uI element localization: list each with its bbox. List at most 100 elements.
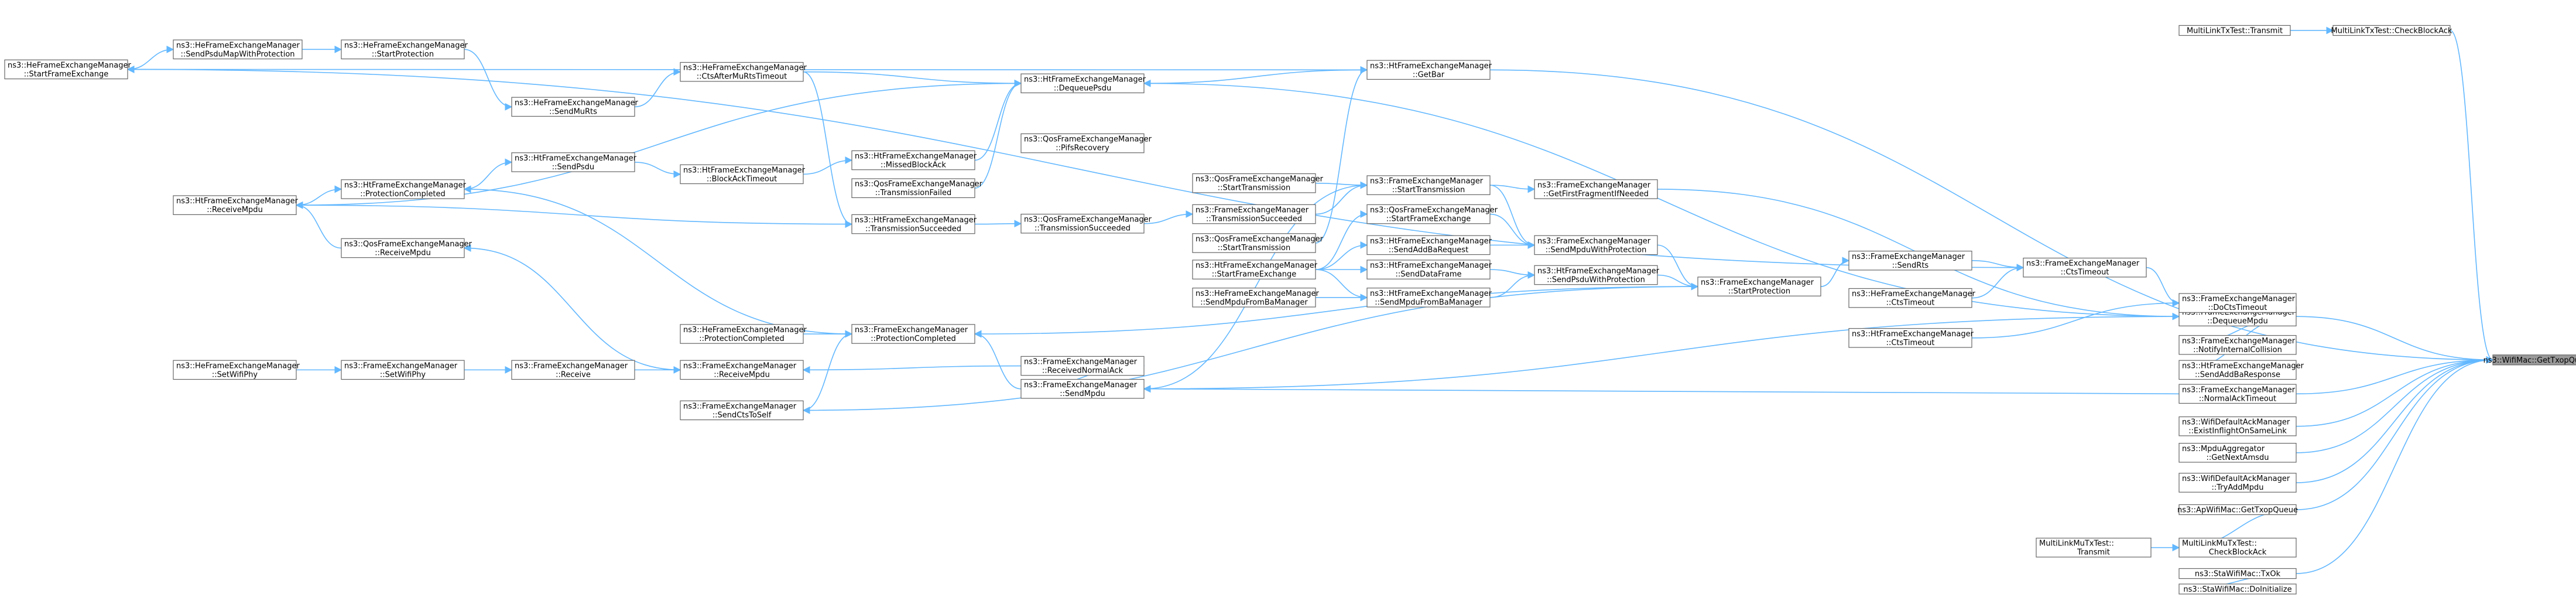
node-htfem_addba[interactable]: ns3::HtFrameExchangeManager::SendAddBaRe… bbox=[2178, 360, 2304, 380]
node-label-line: ns3::HtFrameExchangeManager bbox=[855, 152, 977, 161]
node-htfem_sendAddBaReq[interactable]: ns3::HtFrameExchangeManager::SendAddBaRe… bbox=[1366, 235, 1492, 255]
node-qfem_txFailed[interactable]: ns3::QosFrameExchangeManager::Transmissi… bbox=[851, 178, 983, 199]
edge-fem_dequeue-to-root bbox=[2296, 316, 2494, 364]
node-hefem_sendMpduBa[interactable]: ns3::HeFrameExchangeManager::SendMpduFro… bbox=[1192, 288, 1319, 308]
node-label-line: ns3::HtFrameExchangeManager bbox=[176, 197, 299, 206]
node-fem_txSucc[interactable]: ns3::FrameExchangeManager::TransmissionS… bbox=[1192, 204, 1316, 224]
node-box bbox=[2178, 335, 2297, 355]
node-box bbox=[2178, 360, 2297, 380]
node-muCheck[interactable]: MultiLinkMuTxTest::CheckBlockAck bbox=[2178, 537, 2297, 558]
node-label-line: ns3::HeFrameExchangeManager bbox=[683, 64, 807, 73]
node-htfem_protComp[interactable]: ns3::HtFrameExchangeManager::ProtectionC… bbox=[341, 179, 467, 199]
node-mlTransmit[interactable]: MultiLinkTxTest::Transmit bbox=[2178, 25, 2291, 36]
edge-htfem_baTimeout-to-htfem_missedBa bbox=[803, 156, 853, 175]
nodes: ns3::WifiMac::GetTxopQueue MultiLinkTxTes… bbox=[4, 25, 2576, 595]
node-fem_recvNormalAck[interactable]: ns3::FrameExchangeManager::ReceivedNorma… bbox=[1020, 356, 1145, 376]
node-hefem_ctsAfterMu[interactable]: ns3::HeFrameExchangeManager::CtsAfterMuR… bbox=[680, 62, 807, 82]
node-hefem_protComp[interactable]: ns3::HeFrameExchangeManager::ProtectionC… bbox=[680, 324, 807, 344]
node-label-line: MultiLinkMuTxTest:: bbox=[2039, 540, 2114, 548]
edge-fem_recvNormalAck-to-fem_recvMpdu bbox=[802, 365, 1022, 374]
node-label-line: ns3::FrameExchangeManager bbox=[2182, 337, 2296, 346]
node-htfem_sendPsduProt[interactable]: ns3::HtFrameExchangeManager::SendPsduWit… bbox=[1534, 265, 1660, 285]
node-fem_sendMpdu[interactable]: ns3::FrameExchangeManager::SendMpdu bbox=[1020, 378, 1145, 399]
node-htfem_getbar[interactable]: ns3::HtFrameExchangeManager::GetBar bbox=[1366, 60, 1492, 80]
node-fem_normalAck[interactable]: ns3::FrameExchangeManager::NormalAckTime… bbox=[2178, 384, 2297, 404]
node-htfem_txSucc[interactable]: ns3::HtFrameExchangeManager::Transmissio… bbox=[851, 214, 977, 234]
node-htfem_startFE[interactable]: ns3::HtFrameExchangeManager::StartFrameE… bbox=[1192, 260, 1318, 279]
node-wdam_try[interactable]: ns3::WifiDefaultAckManager::TryAddMpdu bbox=[2178, 473, 2297, 493]
node-fem_ctsTimeout[interactable]: ns3::FrameExchangeManager::CtsTimeout bbox=[2023, 257, 2147, 278]
node-box bbox=[1366, 288, 1491, 308]
node-wdam_exist[interactable]: ns3::WifiDefaultAckManager::ExistInfligh… bbox=[2178, 416, 2297, 436]
node-qfem_startTx2[interactable]: ns3::QosFrameExchangeManager::StartTrans… bbox=[1192, 233, 1324, 253]
node-htfem_dequeuePsdu[interactable]: ns3::HtFrameExchangeManager::DequeuePsdu bbox=[1020, 73, 1146, 94]
node-fem_startTx[interactable]: ns3::FrameExchangeManager::StartTransmis… bbox=[1366, 175, 1491, 195]
node-qfem_txSucc[interactable]: ns3::QosFrameExchangeManager::Transmissi… bbox=[1020, 213, 1152, 234]
node-label-line: ::ProtectionCompleted bbox=[360, 190, 445, 199]
node-label-line: ns3::HtFrameExchangeManager bbox=[1852, 330, 1974, 339]
node-label-line: ::BlockAckTimeout bbox=[707, 175, 777, 183]
node-ap_gettxop[interactable]: ns3::ApWifiMac::GetTxopQueue bbox=[2177, 504, 2298, 516]
node-hefem_sendMuRts[interactable]: ns3::HeFrameExchangeManager::SendMuRts bbox=[511, 97, 638, 117]
edge-wdam_exist-to-root bbox=[2296, 356, 2494, 427]
node-fem_recvMpdu[interactable]: ns3::FrameExchangeManager::ReceiveMpdu bbox=[680, 360, 804, 380]
node-htfem_sendMpduBa[interactable]: ns3::HtFrameExchangeManager::SendMpduFro… bbox=[1366, 288, 1492, 308]
node-sta_txok[interactable]: ns3::StaWifiMac::TxOk bbox=[2178, 568, 2297, 579]
node-label-line: ::CtsAfterMuRtsTimeout bbox=[697, 73, 787, 81]
node-label-line: ns3::HtFrameExchangeManager bbox=[1370, 62, 1492, 70]
node-fem_startProt[interactable]: ns3::FrameExchangeManager::StartProtecti… bbox=[1697, 277, 1821, 296]
node-htfem_sendData[interactable]: ns3::HtFrameExchangeManager::SendDataFra… bbox=[1366, 260, 1492, 279]
edge-fem_normalAck-to-fem_sendMpdu bbox=[1143, 385, 2180, 395]
node-fem_notifyColl[interactable]: ns3::FrameExchangeManager::NotifyInterna… bbox=[2178, 335, 2297, 355]
node-htfem_missedBa[interactable]: ns3::HtFrameExchangeManager::MissedBlock… bbox=[851, 150, 977, 170]
node-label-line: ::TransmissionSucceeded bbox=[1206, 215, 1302, 224]
node-mlCheck[interactable]: MultiLinkTxTest::CheckBlockAck bbox=[2331, 25, 2452, 36]
node-label-line: ns3::ApWifiMac::GetTxopQueue bbox=[2177, 506, 2298, 514]
node-qfem_startFE[interactable]: ns3::QosFrameExchangeManager::StartFrame… bbox=[1366, 204, 1498, 224]
edge-htfem_startFE-to-qfem_startFE bbox=[1315, 210, 1368, 270]
node-htfem_sendPsdu[interactable]: ns3::HtFrameExchangeManager::SendPsdu bbox=[511, 152, 637, 172]
node-fem_doCts[interactable]: ns3::FrameExchangeManager::DoCtsTimeout bbox=[2178, 293, 2297, 313]
node-box bbox=[2023, 257, 2147, 278]
node-mpdu_agg[interactable]: ns3::MpduAggregator::GetNextAmsdu bbox=[2178, 443, 2297, 463]
node-fem_sendRts[interactable]: ns3::FrameExchangeManager::SendRts bbox=[1848, 250, 1972, 271]
node-fem_receive[interactable]: ns3::FrameExchangeManager::Receive bbox=[511, 360, 635, 380]
node-fem_sendMpduProt[interactable]: ns3::FrameExchangeManager::SendMpduWithP… bbox=[1534, 235, 1658, 255]
edge-htfem_recvMpdu-to-htfem_protComp bbox=[296, 185, 342, 206]
node-fem_setWifiPhy[interactable]: ns3::FrameExchangeManager::SetWifiPhy bbox=[341, 360, 465, 380]
node-box bbox=[1848, 288, 1972, 308]
node-box bbox=[1020, 356, 1145, 376]
node-box bbox=[1697, 277, 1821, 296]
node-fem_getFirstFrag[interactable]: ns3::FrameExchangeManager::GetFirstFragm… bbox=[1534, 179, 1658, 199]
node-box bbox=[680, 164, 804, 185]
node-htfem_cts[interactable]: ns3::HtFrameExchangeManager::CtsTimeout bbox=[1848, 328, 1974, 348]
node-fem_protComp[interactable]: ns3::FrameExchangeManager::ProtectionCom… bbox=[851, 324, 975, 344]
edge-qfem_txSucc-to-fem_txSucc bbox=[1143, 210, 1194, 224]
node-htfem_baTimeout[interactable]: ns3::HtFrameExchangeManager::BlockAckTim… bbox=[680, 164, 806, 185]
node-sta_domain[interactable]: ns3::StaWifiMac::DoInitialize bbox=[2178, 583, 2297, 595]
edge-htfem_missedBa-to-htfem_dequeuePsdu bbox=[974, 79, 1022, 161]
edge-fem_recvMpdu-to-qfem_recvMpdu bbox=[463, 244, 681, 371]
node-hefem_sendPsduMap[interactable]: ns3::HeFrameExchangeManager::SendPsduMap… bbox=[173, 39, 303, 60]
node-box bbox=[1192, 288, 1316, 308]
node-box bbox=[851, 214, 975, 234]
node-fem_sendCtsSelf[interactable]: ns3::FrameExchangeManager::SendCtsToSelf bbox=[680, 400, 804, 421]
node-label-line: ::CtsTimeout bbox=[2061, 268, 2109, 277]
node-label-line: ::ReceiveMpdu bbox=[714, 370, 770, 379]
node-label-line: ::StartTransmission bbox=[1218, 184, 1291, 193]
node-label-line: ::SendMpduFromBaManager bbox=[1375, 298, 1482, 307]
node-box bbox=[2178, 293, 2297, 313]
node-label-line: MultiLinkTxTest::Transmit bbox=[2187, 26, 2283, 35]
node-qfem_recvMpdu[interactable]: ns3::QosFrameExchangeManager::ReceiveMpd… bbox=[341, 238, 472, 258]
node-htfem_recvMpdu[interactable]: ns3::HtFrameExchangeManager::ReceiveMpdu bbox=[173, 195, 299, 215]
node-hefem_startProt[interactable]: ns3::HeFrameExchangeManager::StartProtec… bbox=[341, 39, 468, 60]
node-hefem_setWifiPhy[interactable]: ns3::HeFrameExchangeManager::SetWifiPhy bbox=[173, 360, 300, 380]
node-qfem_startTx[interactable]: ns3::QosFrameExchangeManager::StartTrans… bbox=[1192, 173, 1324, 193]
node-hefem_cts[interactable]: ns3::HeFrameExchangeManager::CtsTimeout bbox=[1848, 288, 1975, 308]
node-muTransmit[interactable]: MultiLinkMuTxTest::Transmit bbox=[2036, 537, 2152, 558]
node-hefem_startFE[interactable]: ns3::HeFrameExchangeManager::StartFrameE… bbox=[4, 59, 131, 80]
node-root[interactable]: ns3::WifiMac::GetTxopQueue bbox=[2483, 354, 2576, 366]
node-box bbox=[2036, 537, 2152, 558]
node-box bbox=[1366, 260, 1491, 279]
node-qfem_pifs[interactable]: ns3::QosFrameExchangeManager::PifsRecove… bbox=[1020, 133, 1152, 153]
